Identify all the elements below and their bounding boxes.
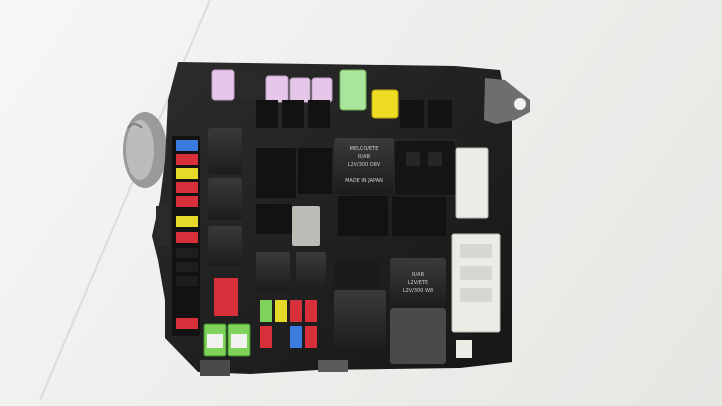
side-clip <box>156 206 170 246</box>
center-relay: MELCO/ETE R/AB L2V/300 D8V MADE IN JAPAN <box>334 138 394 194</box>
fuse-slow-blow-1 <box>214 278 238 298</box>
right-relay <box>393 139 457 197</box>
socket-grid <box>256 100 452 236</box>
relay-label-line: R/AB <box>412 272 425 278</box>
mounting-bracket <box>484 78 530 124</box>
grey-relay-lower <box>390 308 446 364</box>
fuse-slow-blow-2 <box>214 298 238 316</box>
fuse-blue-1 <box>176 140 198 151</box>
cartridge-fuses <box>203 323 251 357</box>
relay-label-line: MELCO/ETE <box>350 146 379 152</box>
top-fuse-row <box>211 69 399 119</box>
fuse-red-1 <box>176 154 198 165</box>
white-connectors <box>451 147 501 333</box>
fuse-yellow-2 <box>176 216 198 227</box>
fuse-red-4 <box>176 232 198 243</box>
fuse-yellow-1 <box>176 168 198 179</box>
left-relays <box>208 128 242 316</box>
relay-label-line: L2V/300 D8V <box>348 162 381 168</box>
relay-label-line: R/AB <box>358 154 371 160</box>
lower-relays: R/AB L2V/ETE L2V/300 W8 <box>256 252 446 364</box>
left-fuse-column <box>172 136 200 336</box>
relay-label-line: L2V/ETE <box>408 280 428 286</box>
relay-label-line: L2V/300 W8 <box>403 288 433 294</box>
bottom-tab <box>200 360 230 376</box>
fuse-red-2 <box>176 182 198 193</box>
bottom-tab <box>318 360 348 372</box>
wire-loop <box>123 112 167 188</box>
fuse-red-5 <box>176 318 198 329</box>
grey-relay <box>292 206 320 246</box>
fuse-red-3 <box>176 196 198 207</box>
white-clip <box>456 340 472 358</box>
relay-label-line: MADE IN JAPAN <box>345 178 383 184</box>
mini-fuse-cluster <box>260 300 317 348</box>
